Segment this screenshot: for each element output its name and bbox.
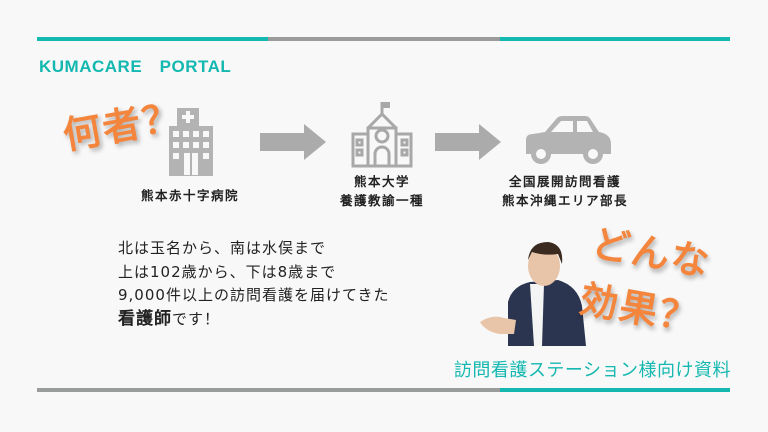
career-line: 熊本大学 [353,174,410,189]
arrow-right-icon [435,124,501,160]
intro-line: 看護師です！ [118,308,390,332]
intro-text: 北は玉名から、南は水俣まで 上は102歳から、下は8歳まで 9,000件以上の訪… [118,237,390,331]
person-photo [480,242,586,346]
bottom-bar-gray [37,388,500,392]
intro-line: 北は玉名から、南は水俣まで [118,239,327,257]
arrow-right-icon [260,124,326,160]
career-line: 養護教諭一種 [339,193,424,208]
intro-line: 上は102歳から、下は8歳まで [118,262,337,281]
car-icon [526,116,611,164]
career-hospital-label: 熊本赤十字病院 [120,186,260,205]
top-bar-gray [268,37,500,41]
career-line: 熊本赤十字病院 [140,188,239,203]
career-line: 熊本沖縄エリア部長 [501,193,628,208]
university-icon [351,102,413,168]
hospital-icon [169,108,213,176]
brand-logo: KUMACARE PORTAL [39,57,232,76]
career-university-label: 熊本大学養護教諭一種 [312,172,452,210]
career-line: 全国展開訪問看護 [508,174,621,189]
intro-line: 9,000件以上の訪問看護を届けてきた [118,286,390,304]
intro-line-rest: です！ [172,309,221,328]
nurse-highlight: 看護師 [118,308,172,329]
career-company-label: 全国展開訪問看護熊本沖縄エリア部長 [485,172,645,210]
who-callout: 何者？ [59,93,186,159]
bottom-bar-teal [500,388,730,392]
footer-caption: 訪問看護ステーション様向け資料 [453,360,731,381]
top-bar-teal-left [37,37,268,41]
top-bar-teal-right [500,37,730,41]
